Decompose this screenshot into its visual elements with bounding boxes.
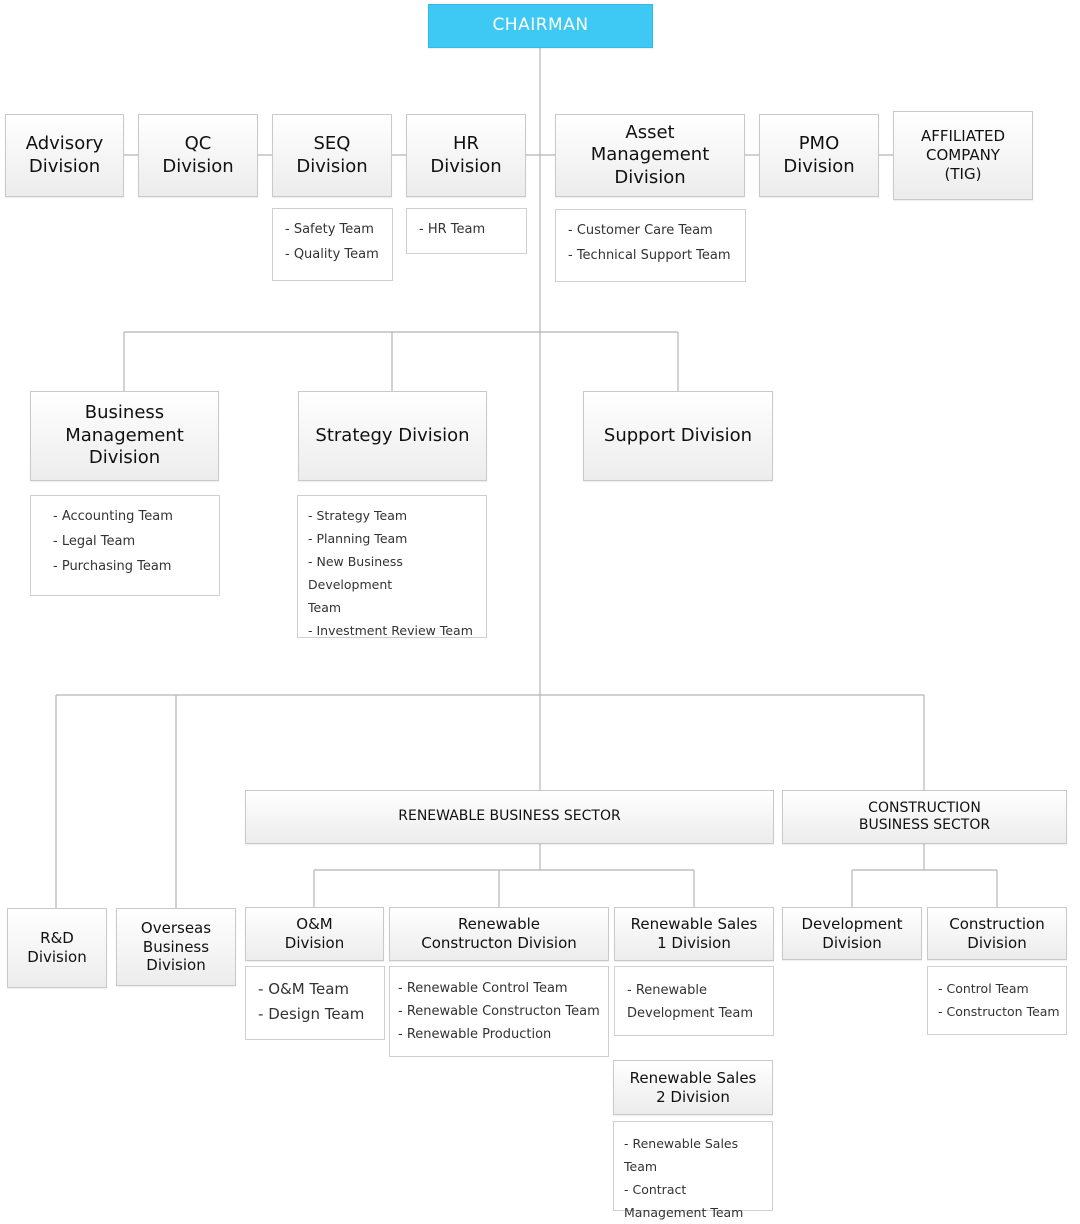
business-management-division-box: Business Management Division: [30, 391, 219, 481]
team-item: Investment Review Team: [308, 619, 480, 642]
construction-division-box: Construction Division: [927, 907, 1067, 960]
team-item: Renewable Constructon Team: [398, 1000, 602, 1023]
team-item: Customer Care Team: [568, 218, 739, 243]
om-team-list: O&M Team Design Team: [245, 966, 385, 1040]
team-item: Planning Team: [308, 527, 480, 550]
asset-team-list: Customer Care Team Technical Support Tea…: [555, 209, 746, 282]
qc-division-box: QC Division: [138, 114, 258, 197]
construction-team-list: Control Team Constructon Team: [927, 966, 1067, 1035]
strategy-team-list: Strategy Team Planning Team New Business…: [297, 495, 487, 638]
team-item: Accounting Team: [53, 504, 213, 529]
team-item: New Business Development Team: [308, 550, 480, 619]
team-item: Control Team: [938, 977, 1060, 1000]
affiliated-company-box: AFFILIATED COMPANY (TIG): [893, 111, 1033, 200]
asset-management-division-box: Asset Management Division: [555, 114, 745, 197]
hr-division-box: HR Division: [406, 114, 526, 197]
hr-team-list: HR Team: [406, 208, 527, 254]
om-division-box: O&M Division: [245, 907, 384, 961]
team-item: Quality Team: [285, 242, 386, 267]
team-item: O&M Team: [258, 977, 378, 1002]
renewable-business-sector-box: RENEWABLE BUSINESS SECTOR: [245, 790, 774, 844]
team-item: Renewable Production: [398, 1023, 602, 1046]
team-item: Purchasing Team: [53, 554, 213, 579]
support-division-box: Support Division: [583, 391, 773, 481]
renewable-construction-team-list: Renewable Control Team Renewable Constru…: [389, 966, 609, 1057]
team-item: Technical Support Team: [568, 243, 739, 268]
seq-division-box: SEQ Division: [272, 114, 392, 197]
team-item: Renewable Control Team: [398, 977, 602, 1000]
rd-division-box: R&D Division: [7, 908, 107, 988]
overseas-business-division-box: Overseas Business Division: [116, 908, 236, 986]
seq-team-list: Safety Team Quality Team: [272, 208, 393, 281]
team-item: Constructon Team: [938, 1000, 1060, 1023]
team-item: Legal Team: [53, 529, 213, 554]
renewable-sales-2-division-box: Renewable Sales 2 Division: [613, 1060, 773, 1115]
pmo-division-box: PMO Division: [759, 114, 879, 197]
team-item: Strategy Team: [308, 504, 480, 527]
team-item: Safety Team: [285, 217, 386, 242]
team-item: Renewable Development Team: [627, 979, 767, 1025]
renewable-sales-1-team-list: Renewable Development Team: [614, 966, 774, 1036]
team-item: Renewable Sales Team: [624, 1132, 766, 1178]
renewable-sales-1-division-box: Renewable Sales 1 Division: [614, 907, 774, 961]
chairman-box: CHAIRMAN: [428, 4, 653, 48]
construction-business-sector-box: CONSTRUCTION BUSINESS SECTOR: [782, 790, 1067, 844]
renewable-construction-division-box: Renewable Constructon Division: [389, 907, 609, 961]
team-item: Design Team: [258, 1002, 378, 1027]
strategy-division-box: Strategy Division: [298, 391, 487, 481]
development-division-box: Development Division: [782, 907, 922, 960]
team-item: Contract Management Team: [624, 1178, 766, 1224]
team-item: HR Team: [419, 217, 520, 242]
advisory-division-box: Advisory Division: [5, 114, 124, 197]
business-team-list: Accounting Team Legal Team Purchasing Te…: [30, 495, 220, 596]
renewable-sales-2-team-list: Renewable Sales Team Contract Management…: [613, 1121, 773, 1220]
